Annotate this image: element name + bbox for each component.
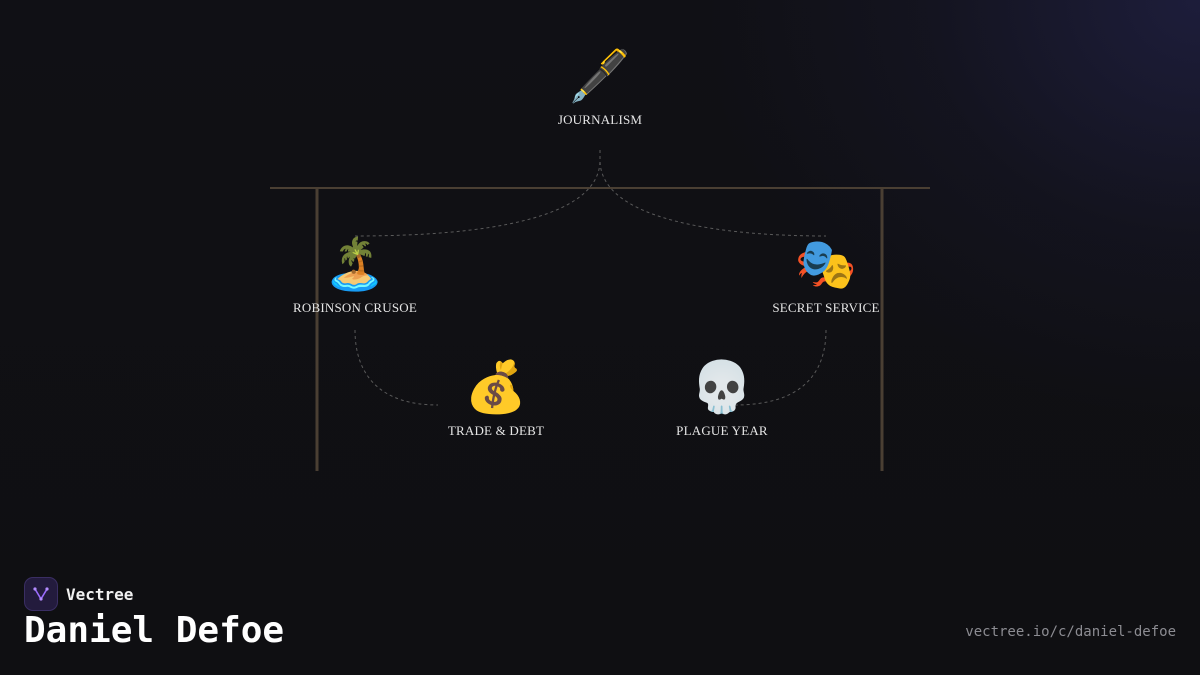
vectree-logo-icon bbox=[24, 577, 58, 611]
node-label-journalism: JOURNALISM bbox=[557, 112, 643, 127]
theater-masks-icon: 🎭 bbox=[794, 236, 858, 292]
node-trade-debt[interactable]: 💰 TRADE & DEBT bbox=[396, 357, 596, 439]
money-bag-icon: 💰 bbox=[464, 359, 528, 415]
skull-icon: 💀 bbox=[690, 359, 754, 415]
fountain-pen-icon: 🖋️ bbox=[568, 48, 632, 104]
page-title: Daniel Defoe bbox=[24, 610, 285, 651]
node-label-plague-year: PLAGUE YEAR bbox=[676, 423, 768, 438]
node-secret-service[interactable]: 🎭 SECRET SERVICE bbox=[726, 234, 926, 316]
edge-journalism-secret bbox=[599, 150, 827, 237]
edge-journalism-robinson bbox=[354, 150, 601, 237]
edge-secret-plague bbox=[734, 329, 827, 406]
node-plague-year[interactable]: 💀 PLAGUE YEAR bbox=[622, 357, 822, 439]
node-label-robinson-crusoe: ROBINSON CRUSOE bbox=[293, 300, 417, 315]
desert-island-icon: 🏝️ bbox=[323, 236, 387, 292]
node-label-secret-service: SECRET SERVICE bbox=[772, 300, 880, 315]
node-journalism[interactable]: 🖋️ JOURNALISM bbox=[500, 46, 700, 128]
edge-robinson-trade bbox=[354, 329, 439, 406]
page-url[interactable]: vectree.io/c/daniel-defoe bbox=[965, 624, 1176, 640]
brand[interactable]: Vectree bbox=[24, 577, 133, 611]
node-label-trade-debt: TRADE & DEBT bbox=[447, 423, 545, 438]
brand-name: Vectree bbox=[66, 584, 134, 604]
node-robinson-crusoe[interactable]: 🏝️ ROBINSON CRUSOE bbox=[255, 234, 455, 316]
